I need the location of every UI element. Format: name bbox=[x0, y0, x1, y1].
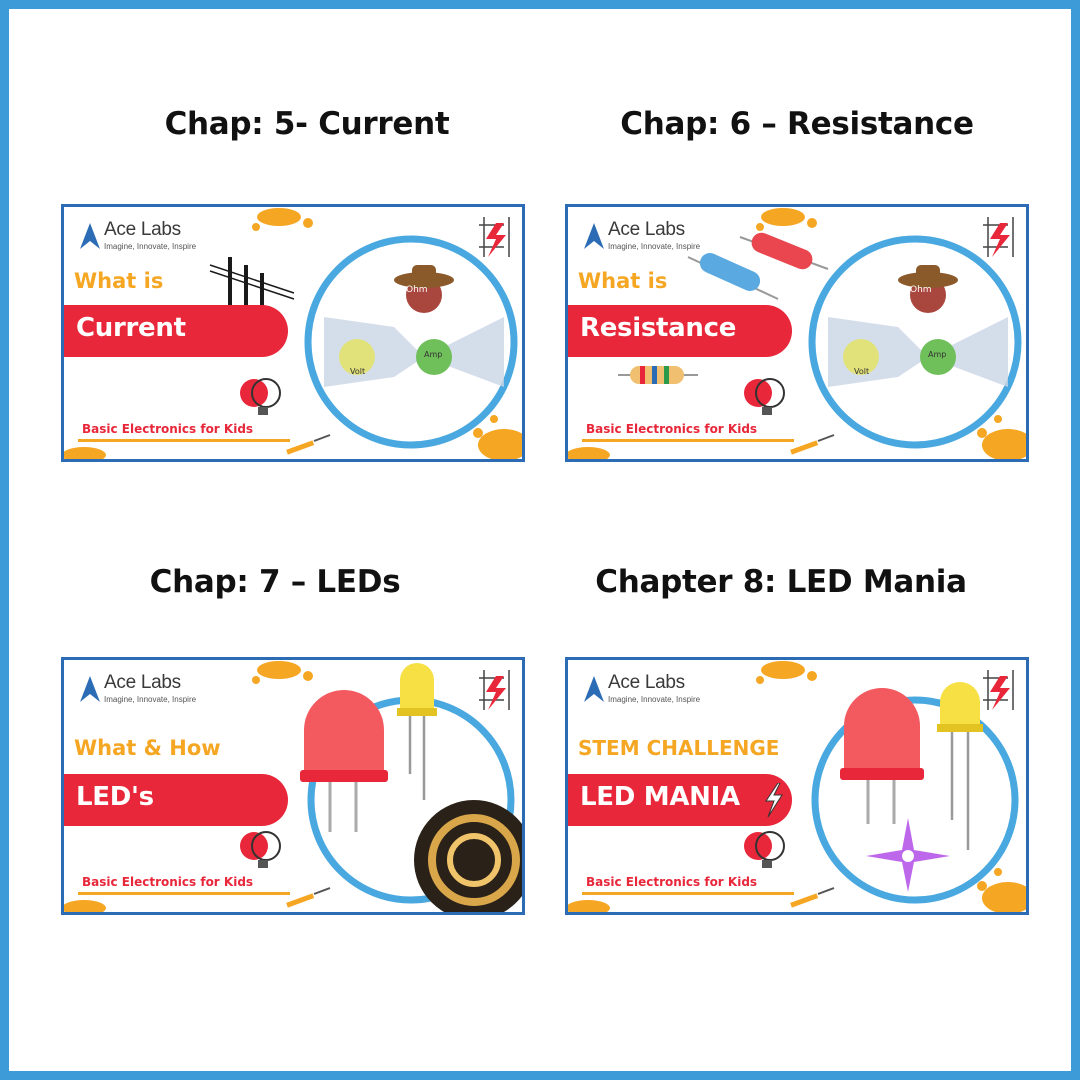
brand-name: Ace Labs bbox=[104, 672, 181, 693]
footer-underline bbox=[582, 439, 794, 442]
ace-labs-bird-icon bbox=[80, 676, 100, 702]
brand-tagline: Imagine, Innovate, Inspire bbox=[104, 242, 197, 251]
volt-label: Volt bbox=[350, 367, 366, 376]
brain-bulb-icon bbox=[744, 831, 785, 868]
series-footer: Basic Electronics for Kids bbox=[586, 875, 758, 889]
chapter-8-thumbnail[interactable]: Ace Labs Imagine, Innovate, Inspire STEM… bbox=[565, 657, 1029, 915]
series-footer: Basic Electronics for Kids bbox=[586, 422, 758, 436]
leds-illustration bbox=[64, 661, 522, 912]
led-mania-illustration bbox=[568, 661, 1026, 912]
paint-splash-icon bbox=[568, 208, 1026, 459]
amp-label: Amp bbox=[424, 350, 443, 359]
banner-title: Resistance bbox=[580, 313, 737, 343]
screwdriver-icon bbox=[286, 434, 331, 455]
ace-labs-logo: Ace Labs Imagine, Innovate, Inspire bbox=[78, 670, 208, 710]
footer-underline bbox=[582, 892, 794, 895]
title-banner: LED MANIA bbox=[568, 774, 792, 826]
banner-title: LED MANIA bbox=[580, 782, 740, 812]
ace-labs-bird-icon bbox=[80, 223, 100, 249]
title-banner: Current bbox=[64, 305, 288, 357]
banner-title: LED's bbox=[76, 782, 154, 812]
title-banner: LED's bbox=[64, 774, 288, 826]
banner-title: Current bbox=[76, 313, 186, 343]
screwdriver-icon bbox=[790, 434, 835, 455]
yellow-led-icon bbox=[937, 682, 983, 850]
led-strip-icon bbox=[414, 800, 522, 912]
paint-splash-icon bbox=[64, 661, 313, 912]
circuit-lightning-icon bbox=[479, 670, 510, 710]
chapter-7-thumbnail[interactable]: Ace Labs Imagine, Innovate, Inspire What… bbox=[61, 657, 525, 915]
ace-labs-logo: Ace Labs Imagine, Innovate, Inspire bbox=[582, 670, 712, 710]
lightning-icon bbox=[765, 783, 783, 817]
resistance-illustration bbox=[568, 208, 1026, 459]
brand-tagline: Imagine, Innovate, Inspire bbox=[608, 695, 701, 704]
red-led-icon bbox=[300, 690, 388, 832]
brand-tagline: Imagine, Innovate, Inspire bbox=[608, 242, 701, 251]
paint-splash-icon bbox=[64, 208, 522, 459]
circuit-lightning-icon bbox=[983, 217, 1014, 257]
ace-labs-logo: Ace Labs Imagine, Innovate, Inspire bbox=[78, 217, 208, 257]
brand-name: Ace Labs bbox=[608, 219, 685, 240]
ace-labs-bird-icon bbox=[584, 223, 604, 249]
brand-tagline: Imagine, Innovate, Inspire bbox=[104, 695, 197, 704]
chapter-6-thumbnail[interactable]: Ace Labs Imagine, Innovate, Inspire What… bbox=[565, 204, 1029, 462]
chapter-5-heading: Chap: 5- Current bbox=[164, 106, 450, 142]
brand-name: Ace Labs bbox=[608, 672, 685, 693]
sparkle-icon bbox=[866, 818, 950, 892]
resistor-icon bbox=[618, 232, 829, 384]
chapter-8-heading: Chapter 8: LED Mania bbox=[595, 564, 967, 600]
series-footer: Basic Electronics for Kids bbox=[82, 875, 254, 889]
chapter-6-heading: Chap: 6 – Resistance bbox=[620, 106, 974, 142]
screwdriver-icon bbox=[286, 887, 331, 908]
card-subtitle: What is bbox=[74, 269, 164, 293]
red-led-icon bbox=[840, 688, 924, 824]
circuit-lightning-icon bbox=[479, 217, 510, 257]
brand-name: Ace Labs bbox=[104, 219, 181, 240]
brain-bulb-icon bbox=[744, 378, 785, 415]
circuit-lightning-icon bbox=[983, 670, 1014, 710]
card-subtitle: What is bbox=[578, 269, 668, 293]
ace-labs-bird-icon bbox=[584, 676, 604, 702]
chapter-7-heading: Chap: 7 – LEDs bbox=[149, 564, 401, 600]
volt-label: Volt bbox=[854, 367, 870, 376]
brain-bulb-icon bbox=[240, 831, 281, 868]
yellow-led-icon bbox=[397, 663, 437, 800]
amp-label: Amp bbox=[928, 350, 947, 359]
title-banner: Resistance bbox=[568, 305, 792, 357]
ohm-label: Ohm bbox=[406, 285, 428, 295]
ace-labs-logo: Ace Labs Imagine, Innovate, Inspire bbox=[582, 217, 712, 257]
ohm-label: Ohm bbox=[910, 285, 932, 295]
card-subtitle: What & How bbox=[74, 736, 221, 760]
chapter-5-thumbnail[interactable]: Ace Labs Imagine, Innovate, Inspire What… bbox=[61, 204, 525, 462]
screwdriver-icon bbox=[790, 887, 835, 908]
card-subtitle: STEM CHALLENGE bbox=[578, 736, 780, 760]
footer-underline bbox=[78, 439, 290, 442]
footer-underline bbox=[78, 892, 290, 895]
series-footer: Basic Electronics for Kids bbox=[82, 422, 254, 436]
paint-splash-icon bbox=[568, 661, 1026, 912]
brain-bulb-icon bbox=[240, 378, 281, 415]
